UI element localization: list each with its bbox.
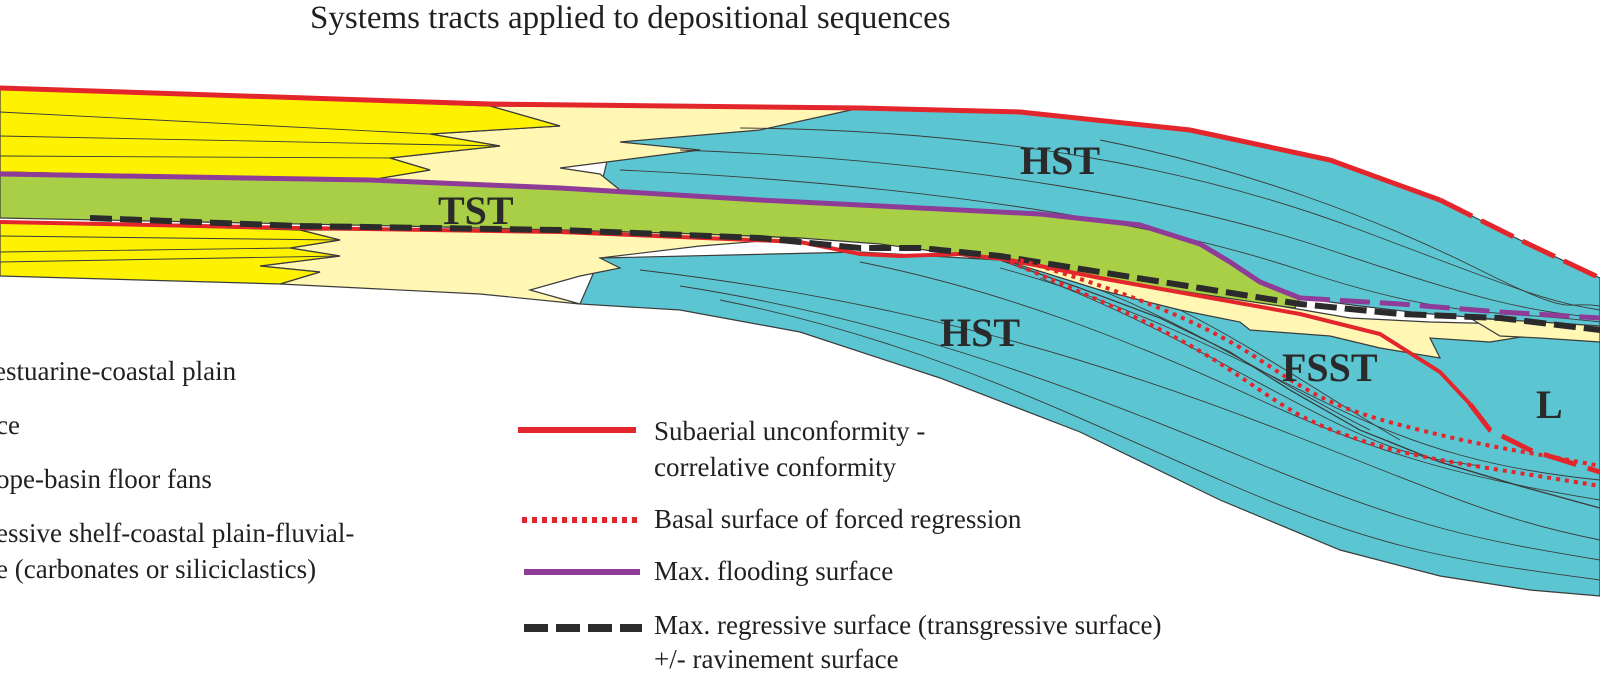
hst-upper-label: HST xyxy=(1020,138,1100,183)
max-flooding-surface-line xyxy=(0,171,1301,301)
diagram-title: Systems tracts applied to depositional s… xyxy=(310,0,951,36)
upper-correlative-conformity-dashed xyxy=(1438,197,1600,281)
legend-unconformity-line-2: correlative conformity xyxy=(654,452,897,482)
facies-legend-item-1: estuarine-coastal plain xyxy=(0,356,237,386)
max-regressive-surface-line xyxy=(89,215,1600,333)
facies-legend-item-3: ope-basin floor fans xyxy=(0,464,212,494)
hst-lower-label: HST xyxy=(940,310,1020,355)
legend-max-regressive-line-1: Max. regressive surface (transgressive s… xyxy=(654,610,1162,640)
lower-coastal-plain-body xyxy=(0,221,341,285)
facies-legend-item-2: ce xyxy=(0,410,20,440)
coastal-plain-bedding xyxy=(0,111,501,263)
legend-basal-forced-regression: Basal surface of forced regression xyxy=(654,504,1022,534)
facies-legend: estuarine-coastal plain ce ope-basin flo… xyxy=(0,356,354,584)
lower-hst-clinoforms xyxy=(639,261,1600,581)
max-flooding-surface-dashed xyxy=(1299,295,1600,321)
upper-unconformity-line xyxy=(0,85,1441,203)
fsst-label: FSST xyxy=(1282,345,1378,390)
facies-legend-item-4: essive shelf-coastal plain-fluvial- xyxy=(0,518,354,548)
basal-forced-regression-line-upper xyxy=(1019,258,1600,468)
legend-unconformity-line-1: Subaerial unconformity - xyxy=(654,416,925,446)
upper-hst-clinoforms xyxy=(619,127,1600,323)
lst-partial-label: L xyxy=(1536,382,1563,427)
surface-legend: Subaerial unconformity - correlative con… xyxy=(518,416,1162,674)
legend-max-regressive-line-2: +/- ravinement surface xyxy=(654,644,899,674)
tst-label: TST xyxy=(438,188,514,233)
facies-legend-item-5: e (carbonates or siliciclastics) xyxy=(0,554,316,584)
legend-max-flooding: Max. flooding surface xyxy=(654,556,893,586)
